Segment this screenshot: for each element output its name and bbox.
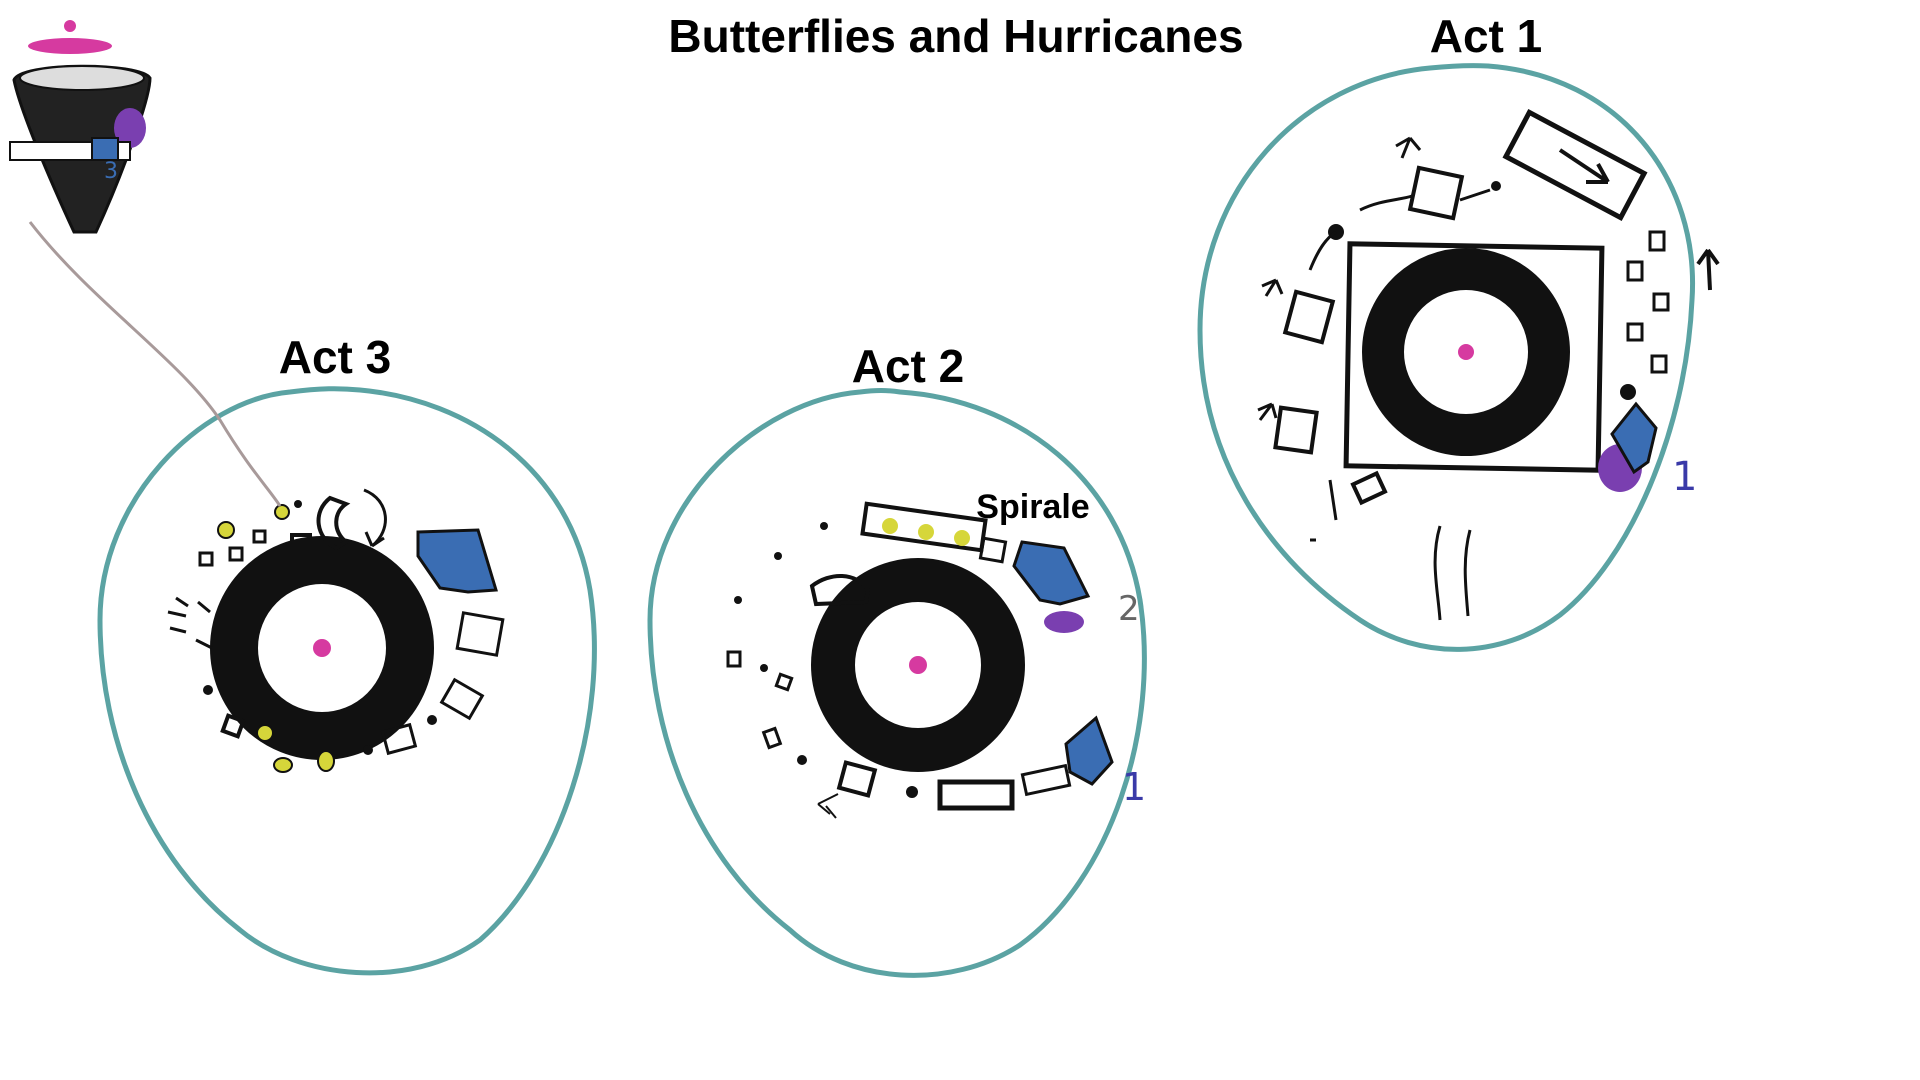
pencil-line [28,221,282,507]
center-dot-icon [1458,344,1474,360]
dashed-path [1308,188,1491,271]
dot-icon [760,664,768,672]
dot-icon [797,755,807,765]
stage-ring-icon [210,536,434,760]
yellow-dot-icon [954,530,970,546]
arrow-icon [1261,278,1284,297]
act-2-outline [647,388,1147,978]
square-icon [1020,763,1072,797]
act-1-group: Act 1 1 [1197,10,1720,652]
stage-platform [1343,241,1605,473]
dot-icon [774,552,782,560]
pink-dot-icon [64,20,76,32]
square-icon [1282,289,1336,345]
square-icon [1626,322,1644,342]
act-2-label: Act 2 [852,340,964,392]
square-icon [380,722,418,756]
square-icon [761,726,783,750]
yellow-dot-icon [918,524,934,540]
dot-icon [294,500,302,508]
square-icon [290,533,312,553]
square-icon [228,546,244,562]
diagram-title: Butterflies and Hurricanes [668,10,1243,62]
square-icon [937,779,1015,811]
square-icon [774,672,794,692]
square-icon [1626,260,1644,282]
spirale-walkway [860,501,988,553]
act-2-marker-1: 1 [1122,765,1146,809]
act-1-label: Act 1 [1430,10,1542,62]
purple-blob-icon [1044,611,1084,633]
act-1-marker-1: 1 [1672,454,1697,500]
stage-ring-icon [811,558,1025,772]
act-3-outline [97,386,597,976]
inset-marker-3: 3 [104,159,118,184]
yellow-dot-icon [256,724,274,742]
act-2-marker-2: 2 [1118,589,1140,629]
inset-funnel-group: 3 [9,20,152,234]
square-icon [1652,292,1670,312]
center-dot-icon [313,639,331,657]
blue-square-icon [91,137,119,161]
dot-icon [427,715,437,725]
square-icon [726,650,742,668]
yellow-dot-icon [273,757,293,773]
dot-icon [906,786,918,798]
entrance-ramp [1502,109,1648,221]
dot-icon [203,685,213,695]
purple-blob-icon [114,108,146,148]
blue-pentagon-icon [1610,401,1658,475]
yellow-dot-icon [882,518,898,534]
dot-icon [363,745,373,755]
center-dot-icon [909,656,927,674]
arrow-icon [817,793,839,819]
dot-icon [1620,384,1636,400]
funnel-rim-icon [19,65,145,91]
yellow-dot-icon [274,504,290,520]
square-icon [455,611,505,657]
spirale-annotation: Spirale [976,488,1089,526]
blue-pentagon-icon [1064,715,1114,786]
blue-pentagon-icon [416,528,498,594]
square-icon [198,551,214,567]
square-icon [836,760,878,798]
square-icon [252,529,267,544]
aisle-lines [1310,479,1472,621]
yellow-dot-icon [317,750,335,772]
act-3-label: Act 3 [279,331,391,383]
act-2-group: Act 2 Spirale 2 1 [647,340,1147,978]
gate-icon [809,573,871,607]
arrow-icon [1696,248,1720,291]
square-icon [1648,230,1666,252]
arrow-icon [363,488,387,548]
square-icon [1350,470,1388,506]
stage-ring-icon [1362,248,1570,456]
arrow-icon [1395,136,1422,159]
pink-stroke-icon [28,38,112,54]
square-icon [439,677,485,721]
square-icon [220,713,246,739]
tick-marks-icon [167,596,213,650]
square-icon [1273,405,1319,455]
dot-icon [820,522,828,530]
dot-icon [734,596,742,604]
arrow-icon [1257,402,1278,421]
square-icon [1407,165,1465,221]
act-3-group: Act 3 [28,221,597,976]
dot-icon [1491,181,1501,191]
crescent-icon [316,495,351,551]
arrow-icon [1558,148,1610,184]
act-1-outline [1197,63,1696,652]
yellow-dot-icon [217,521,235,539]
square-icon [978,536,1008,564]
blue-pentagon-icon [1012,540,1091,606]
square-icon [1650,354,1668,374]
